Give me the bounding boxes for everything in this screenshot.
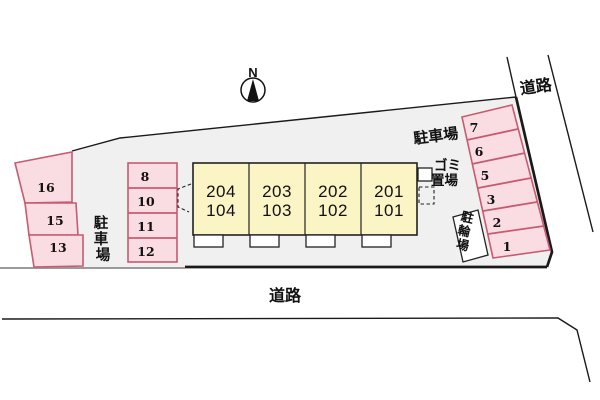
parking-space-16 xyxy=(14,151,73,204)
parking-space-number: 11 xyxy=(137,219,154,234)
site-boundary-right xyxy=(514,96,554,268)
building-unit-201-101: 201 101 xyxy=(374,182,404,220)
parking-column-right: 7 6 5 3 2 1 xyxy=(461,104,552,259)
parking-left-char: 車 xyxy=(94,231,109,248)
entrance-porch xyxy=(249,234,280,248)
compass-north-label: N xyxy=(248,65,257,80)
bicycle-char: 場 xyxy=(455,236,471,254)
bicycle-parking: 駐 輪 場 xyxy=(452,209,489,263)
road-right-outer-edge xyxy=(547,54,594,233)
garbage-box-icon xyxy=(417,167,433,182)
parking-space-13 xyxy=(28,234,84,268)
bicycle-char: 駐 xyxy=(460,209,476,227)
unit-number-upper: 202 xyxy=(318,182,348,201)
unit-number-upper: 204 xyxy=(206,182,236,201)
compass: N xyxy=(240,65,266,103)
parking-left-char: 駐 xyxy=(94,214,109,232)
compass-needle-icon xyxy=(247,79,259,101)
parking-space-number: 1 xyxy=(503,239,512,254)
building-unit-202-102: 202 102 xyxy=(318,182,348,220)
site-boundary-top xyxy=(71,96,517,152)
parking-space-number: 8 xyxy=(141,169,150,184)
parking-space-number: 13 xyxy=(49,240,66,255)
unit-number-lower: 104 xyxy=(206,201,236,220)
parking-lots-left: 16 15 13 xyxy=(14,151,84,268)
space-divider xyxy=(466,128,519,141)
road-bottom-outer-edge xyxy=(1,317,591,383)
garbage-label-line2: 置場 xyxy=(431,172,458,188)
parking-column-center: 8 10 11 12 xyxy=(127,162,178,263)
unit-number-lower: 103 xyxy=(262,201,292,220)
garbage-label-line1: ゴミ xyxy=(434,157,461,173)
unit-number-upper: 203 xyxy=(262,182,292,201)
entrance-porch xyxy=(193,234,224,248)
building-unit-203-103: 203 103 xyxy=(262,182,292,220)
bicycle-char: 輪 xyxy=(456,222,472,240)
space-divider xyxy=(477,177,532,189)
entrance-porch xyxy=(305,234,336,248)
unit-number-lower: 102 xyxy=(318,201,348,220)
road-right-inner-edge xyxy=(506,56,517,98)
space-divider xyxy=(471,152,526,165)
parking-space-number: 2 xyxy=(493,215,502,230)
unit-number-lower: 101 xyxy=(374,201,404,220)
entrance-porch xyxy=(361,234,392,248)
parking-space-number: 15 xyxy=(46,213,63,228)
road-label-bottom: 道路 xyxy=(269,286,302,305)
parking-left-char: 場 xyxy=(96,247,111,264)
parking-space-number: 16 xyxy=(37,180,55,195)
parking-space-number: 3 xyxy=(487,192,496,207)
road-label-right: 道路 xyxy=(519,75,554,98)
parking-area-right-label: 駐車場 xyxy=(412,124,459,147)
unit-number-upper: 201 xyxy=(374,182,404,201)
parking-space-number: 6 xyxy=(475,144,484,159)
parking-space-number: 10 xyxy=(137,194,155,209)
parking-column-right-outline xyxy=(461,104,552,259)
space-divider xyxy=(487,225,545,235)
space-divider xyxy=(482,201,538,212)
bicycle-parking-label: 駐 輪 場 xyxy=(453,209,478,254)
parking-area-left-label: 駐 車 場 xyxy=(94,214,113,264)
garbage-area: ゴミ 置場 xyxy=(417,157,461,205)
parking-space-number: 5 xyxy=(481,168,490,183)
parking-space-number: 7 xyxy=(470,120,479,135)
parking-space-number: 12 xyxy=(137,244,154,259)
building: 204 104 203 103 202 102 201 101 xyxy=(192,162,418,248)
garbage-dashed-area xyxy=(418,186,435,205)
building-unit-204-104: 204 104 xyxy=(206,182,236,220)
bicycle-parking-outline xyxy=(452,209,489,263)
entrance-path-dashed xyxy=(177,183,192,213)
